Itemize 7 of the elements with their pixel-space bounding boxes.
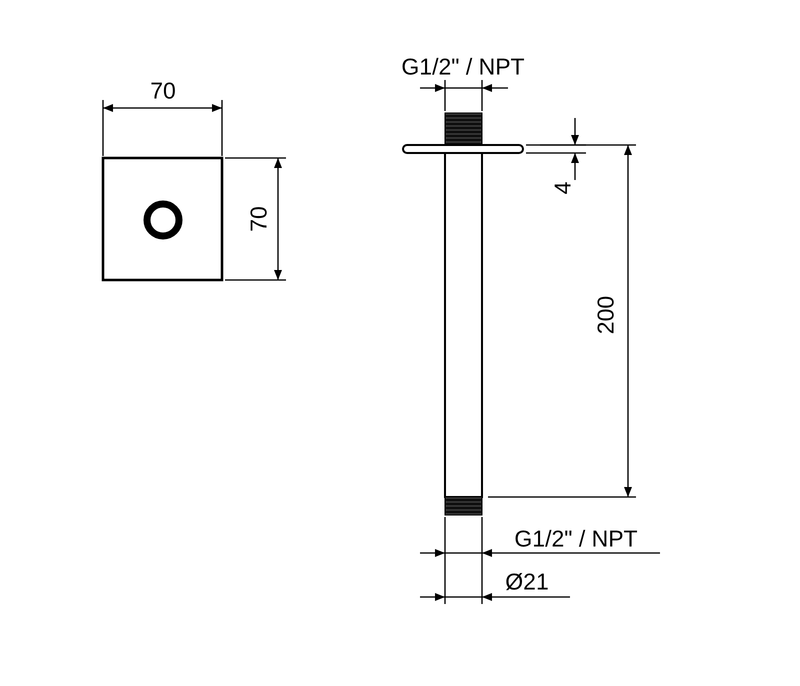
dimension-label: G1/2" / NPT xyxy=(514,528,638,550)
dimension-label: 200 xyxy=(594,296,618,334)
dimension-label: 70 xyxy=(150,80,176,102)
dimension-label: 70 xyxy=(248,206,270,232)
dimension-label: 4 xyxy=(552,182,574,194)
dimension-label: G1/2" / NPT xyxy=(401,56,525,78)
dimension-label: Ø21 xyxy=(505,570,549,594)
